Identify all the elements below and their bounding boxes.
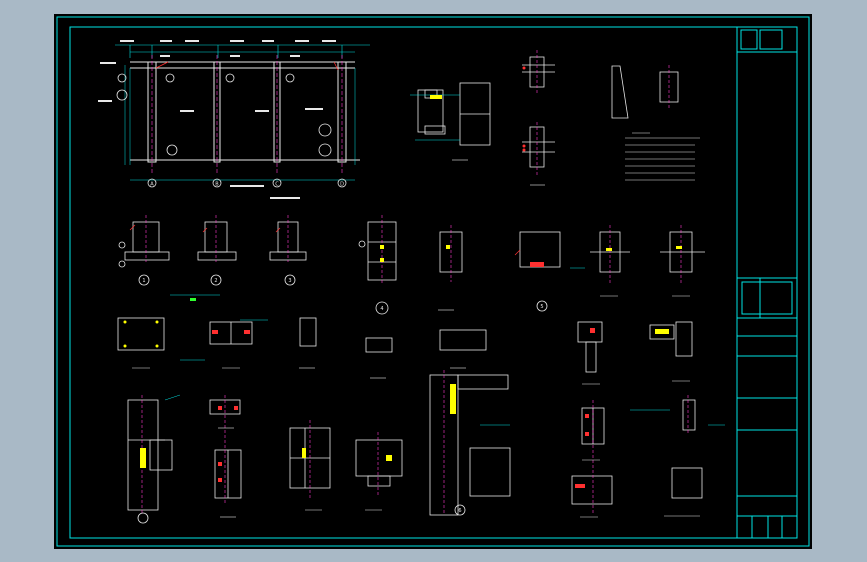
plate-mark — [530, 262, 544, 267]
axis-label-a: A — [150, 182, 154, 188]
tag-3: 3 — [288, 278, 291, 284]
tag-5: 5 — [540, 304, 543, 310]
tag-6: 6 — [458, 508, 461, 514]
section-captions — [132, 132, 700, 518]
drawing-sheet — [54, 14, 812, 549]
tag-1: 1 — [142, 278, 145, 284]
detail-section-1 — [410, 82, 491, 146]
tag-2: 2 — [214, 278, 217, 284]
tag-4: 4 — [380, 306, 383, 312]
title-block — [736, 27, 797, 538]
axis-label-d: D — [340, 182, 344, 188]
weld-mark — [430, 95, 442, 99]
plate-details — [117, 317, 693, 373]
axis-label-b: B — [215, 182, 219, 188]
axis-label-c: C — [275, 182, 279, 188]
leader-notes — [164, 267, 725, 426]
frame-elevation: A B C D — [98, 40, 370, 199]
material-table — [625, 137, 700, 181]
inner-border — [69, 26, 798, 539]
outer-border — [56, 16, 810, 547]
